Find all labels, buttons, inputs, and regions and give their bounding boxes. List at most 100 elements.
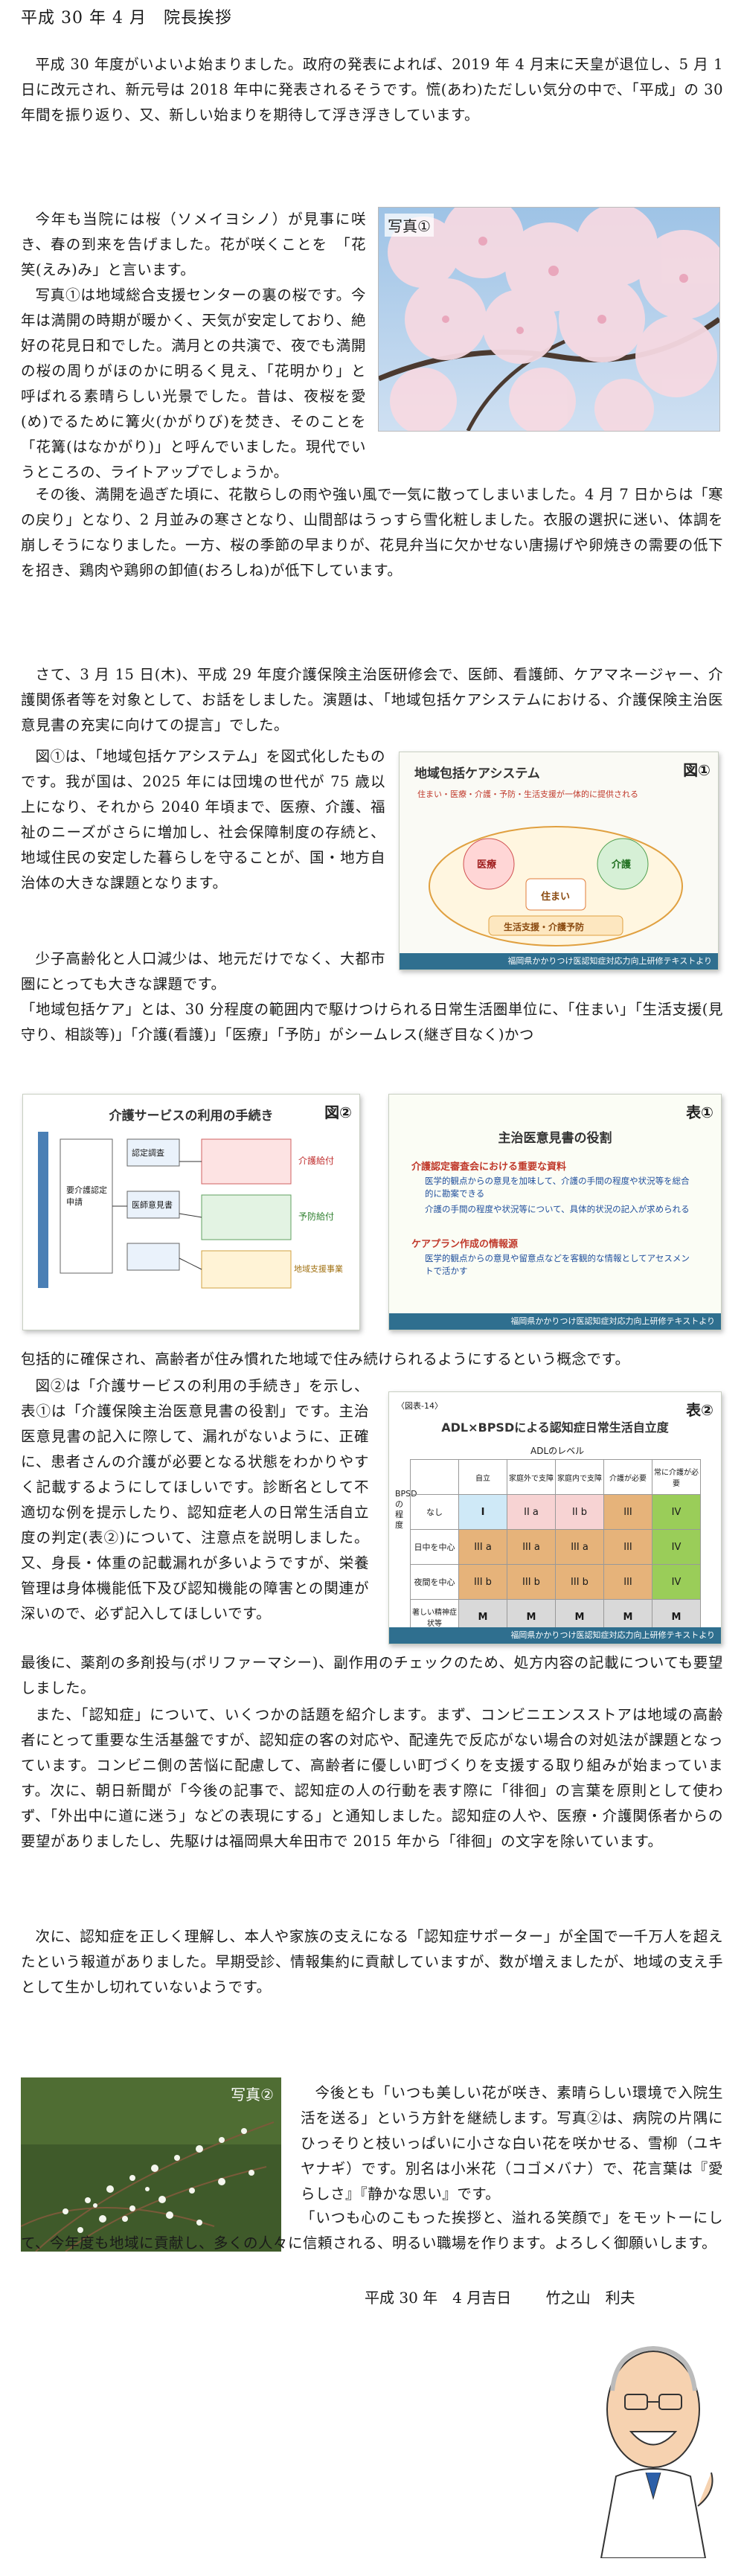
table-bullet-3: 医学的観点からの意見や留意点などを客観的な情報としてアセスメントで活かす xyxy=(425,1253,690,1276)
signature-name: 竹之山 利夫 xyxy=(545,2289,635,2307)
table-cell: IV xyxy=(652,1494,701,1530)
col-label: 家庭内で支障 xyxy=(555,1459,604,1495)
col-label: 介護が必要 xyxy=(603,1459,652,1495)
photo-snow-willow: 写真② xyxy=(21,2077,281,2252)
paragraph-8: 「地域包括ケア」とは、30 分程度の範囲内で駆けつけられる日常生活圏単位に、「住… xyxy=(21,997,723,1048)
paragraph-14: 今後とも「いつも美しい花が咲き、素晴らしい環境で入院生活を送る」という方針を継続… xyxy=(301,2080,723,2207)
paragraph-text: 少子高齢化と人口減少は、地元だけでなく、大都市圏にとっても大きな課題です。 xyxy=(21,950,385,993)
box-community-support: 地域支援事業 xyxy=(294,1264,343,1274)
row-label: 夜間を中心 xyxy=(410,1564,459,1600)
col-label: 自立 xyxy=(458,1459,507,1495)
table-cell: IV xyxy=(652,1529,701,1565)
node-medical: 医療 xyxy=(477,859,497,871)
paragraph-text: 平成 30 年度がいよいよ始まりました。政府の発表によれば、2019 年 4 月… xyxy=(21,56,723,124)
procedure-flowchart xyxy=(38,1132,292,1289)
paragraph-9: 包括的に確保され、高齢者が住み慣れた地域で住み続けられるようにするという概念です… xyxy=(21,1347,723,1372)
signature-row: 平成 30 年 4 月吉日 竹之山 利夫 xyxy=(365,2286,665,2307)
table-title: 主治医意見書の役割 xyxy=(498,1131,612,1146)
table-row: なし I II a II b III IV xyxy=(410,1494,701,1530)
adl-table: 自立 家庭外で支障 家庭内で支障 介護が必要 常に介護が必要 なし I II a… xyxy=(410,1459,701,1635)
table-bullet-1: 医学的観点からの意見を加味して、介護の手間の程度や状況等を総合的に勘案できる xyxy=(425,1176,690,1199)
photo-cherry-blossoms: 写真① xyxy=(378,207,720,432)
paragraph-5: さて、3 月 15 日(木)、平成 29 年度介護保険主治医研修会で、医師、看護… xyxy=(21,662,723,738)
table-cell: III a xyxy=(507,1529,556,1565)
paragraph-text: さて、3 月 15 日(木)、平成 29 年度介護保険主治医研修会で、医師、看護… xyxy=(21,666,723,734)
paragraph-4: その後、満開を過ぎた頃に、花散らしの雨や強い風で一気に散ってしまいました。4 月… xyxy=(21,482,723,583)
row-header: BPSDの程度 xyxy=(395,1489,417,1530)
caricature-illustration xyxy=(600,2345,713,2559)
table-heading-2: ケアプラン作成の情報源 xyxy=(411,1239,519,1250)
figure-badge: 図② xyxy=(324,1103,352,1121)
table-cell: I xyxy=(458,1494,507,1530)
table-row: 夜間を中心 III b III b III b III IV xyxy=(410,1564,701,1600)
table-bullet-2: 介護の手間の程度や状況等について、具体的状況の記入が求められる xyxy=(425,1204,690,1214)
node-housing: 住まい xyxy=(541,891,571,903)
table-cell: III a xyxy=(555,1529,604,1565)
paragraph-text: 最後に、薬剤の多剤投与(ポリファーマシー)、副作用のチェックのため、処方内容の記… xyxy=(21,1654,723,1696)
paragraph-10: 図②は「介護サービスの利用の手続き」を示し、表①は「介護保険主治医意見書の役割」… xyxy=(21,1374,369,1627)
table-title: ADL×BPSDによる認知症日常生活自立度 xyxy=(441,1420,669,1435)
photo-caption: 写真① xyxy=(385,214,434,237)
table-opinion-role: 表① 主治医意見書の役割 介護認定審査会における重要な資料 医学的観点からの意見… xyxy=(388,1094,722,1330)
snow-willow-image xyxy=(21,2077,281,2252)
figure-footer: 福岡県かかりつけ医認知症対応力向上研修テキストより xyxy=(400,953,718,970)
figure-title: 地域包括ケアシステム xyxy=(414,766,540,781)
paragraph-2: 今年も当院には桜（ソメイヨシノ）が見事に咲き、春の到来を告げました。花が咲くこと… xyxy=(21,207,366,283)
box-care-benefit: 介護給付 xyxy=(298,1156,335,1166)
cherry-blossom-image xyxy=(379,208,719,431)
col-label: 家庭外で支障 xyxy=(507,1459,556,1495)
paragraph-text: 「いつも心のこもった挨拶と、溢れる笑顔で」をモットーにして、今年度も地域に貢献し… xyxy=(21,2209,723,2252)
paragraph-7: 少子高齢化と人口減少は、地元だけでなく、大都市圏にとっても大きな課題です。 xyxy=(21,946,385,997)
paragraph-text: 次に、認知症を正しく理解し、本人や家族の支えになる「認知症サポーター」が全国で一… xyxy=(21,1928,723,1996)
figure-community-care-system: 図① 地域包括ケアシステム 住まい・医療・介護・予防・生活支援が一体的に提供され… xyxy=(399,752,719,970)
director-caricature xyxy=(586,2320,720,2559)
table-cell: II b xyxy=(555,1494,604,1530)
table-footer: 福岡県かかりつけ医認知症対応力向上研修テキストより xyxy=(389,1313,721,1330)
table-cell: III xyxy=(603,1529,652,1565)
paragraph-3: 写真①は地域総合支援センターの裏の桜です。今年は満開の時期が暖かく、天気が安定し… xyxy=(21,283,723,485)
photo-caption: 写真② xyxy=(231,2086,274,2104)
box-prevention-benefit: 予防給付 xyxy=(298,1211,335,1222)
paragraph-text: 写真①は地域総合支援センターの裏の桜です。今年は満開の時期が暖かく、天気が安定し… xyxy=(21,286,366,481)
box-survey: 認定調査 xyxy=(132,1148,164,1158)
table-footer: 福岡県かかりつけ医認知症対応力向上研修テキストより xyxy=(389,1627,721,1644)
table-adl-bpsd: 表② 〈図表-14〉 ADL×BPSDによる認知症日常生活自立度 ADLのレベル… xyxy=(388,1391,722,1644)
table-cell: II a xyxy=(507,1494,556,1530)
table-cell: III xyxy=(603,1564,652,1600)
table-label: 〈図表-14〉 xyxy=(397,1401,443,1411)
paragraph-13: 次に、認知症を正しく理解し、本人や家族の支えになる「認知症サポーター」が全国で一… xyxy=(21,1924,723,2000)
paragraph-15: 「いつも心のこもった挨拶と、溢れる笑顔で」をモットーにして、今年度も地域に貢献し… xyxy=(21,2205,723,2256)
paragraph-6: 図①は、「地域包括ケアシステム」を図式化したものです。我が国は、2025 年には… xyxy=(21,744,385,896)
paragraph-text: 「地域包括ケア」とは、30 分程度の範囲内で駆けつけられる日常生活圏単位に、「住… xyxy=(21,1001,723,1043)
paragraph-text: 今後とも「いつも美しい花が咲き、素晴らしい環境で入院生活を送る」という方針を継続… xyxy=(301,2084,723,2202)
figure-lead: 住まい・医療・介護・予防・生活支援が一体的に提供される xyxy=(417,789,638,799)
paragraph-11: 最後に、薬剤の多剤投与(ポリファーマシー)、副作用のチェックのため、処方内容の記… xyxy=(21,1650,723,1701)
figure-care-service-procedure: 図② 介護サービスの利用の手続き 要介護認定申請 認定調査 医師意見書 介護給付… xyxy=(22,1094,360,1330)
paragraph-text: 図②は「介護サービスの利用の手続き」を示し、表①は「介護保険主治医意見書の役割」… xyxy=(21,1377,369,1622)
table-badge: 表② xyxy=(686,1401,713,1419)
row-label: 日中を中心 xyxy=(410,1529,459,1565)
col-label: 常に介護が必要 xyxy=(652,1459,701,1495)
table-cell: III b xyxy=(507,1564,556,1600)
box-doctor-opinion: 医師意見書 xyxy=(132,1200,173,1210)
box-application: 要介護認定申請 xyxy=(66,1185,107,1207)
table-heading-1: 介護認定審査会における重要な資料 xyxy=(411,1162,567,1173)
figure-title: 介護サービスの利用の手続き xyxy=(109,1109,274,1124)
paragraph-12: また、「認知症」について、いくつかの話題を紹介します。まず、コンビニエンスストア… xyxy=(21,1702,723,1854)
table-cell: III xyxy=(603,1494,652,1530)
page-header: 平成 30 年 4 月 院長挨拶 xyxy=(21,9,232,28)
paragraph-text: 今年も当院には桜（ソメイヨシノ）が見事に咲き、春の到来を告げました。花が咲くこと… xyxy=(21,211,366,278)
table-badge: 表① xyxy=(686,1103,713,1121)
community-care-diagram xyxy=(429,826,683,946)
paragraph-text: また、「認知症」について、いくつかの話題を紹介します。まず、コンビニエンスストア… xyxy=(21,1706,723,1850)
table-cell: III b xyxy=(458,1564,507,1600)
node-care: 介護 xyxy=(612,859,632,871)
signature-date: 平成 30 年 4 月吉日 xyxy=(365,2289,512,2307)
table-cell: III a xyxy=(458,1529,507,1565)
paragraph-1: 平成 30 年度がいよいよ始まりました。政府の発表によれば、2019 年 4 月… xyxy=(21,52,723,128)
table-row: 日中を中心 III a III a III a III IV xyxy=(410,1529,701,1565)
paragraph-text: その後、満開を過ぎた頃に、花散らしの雨や強い風で一気に散ってしまいました。4 月… xyxy=(21,486,723,579)
paragraph-text: 包括的に確保され、高齢者が住み慣れた地域で住み続けられるようにするという概念です… xyxy=(21,1351,630,1368)
node-life-support: 生活支援・介護予防 xyxy=(504,922,585,932)
